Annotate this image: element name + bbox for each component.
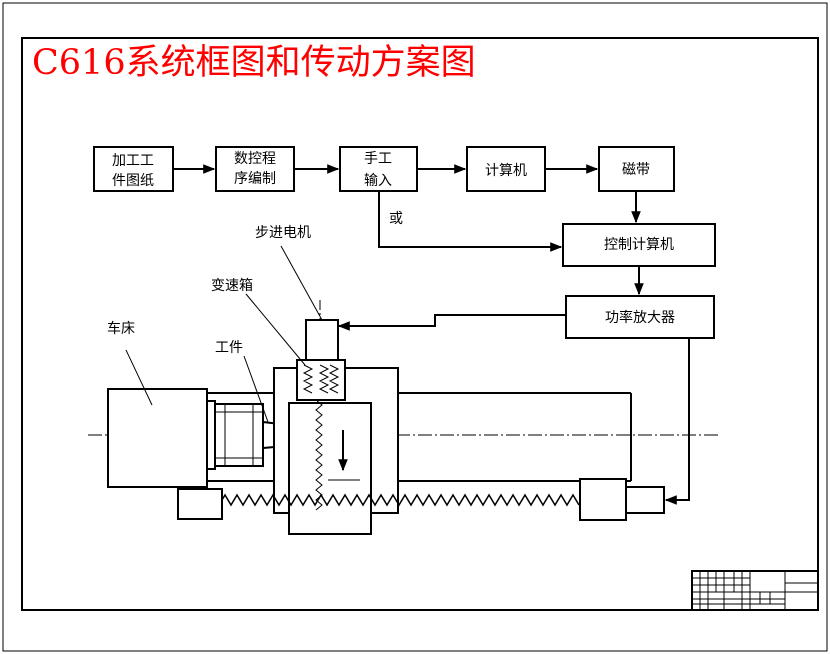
block-computer: 计算机 [466, 146, 546, 192]
arrow-amp-to-feed-motor [664, 338, 690, 505]
block-drawing-line1: 加工工 [112, 153, 154, 169]
block-tape: 磁带 [598, 146, 675, 192]
cross-feed-screw [315, 399, 323, 511]
leader-lines [125, 245, 323, 423]
block-manual-input-line1: 手工 [364, 151, 392, 167]
leader-lathe [125, 349, 153, 406]
stepper-motor [305, 319, 339, 361]
leader-workpiece [243, 355, 269, 423]
block-manual-input-line2: 输入 [364, 173, 392, 189]
block-drawing: 加工工 件图纸 [93, 146, 174, 192]
feed-motor-shaft [625, 486, 665, 514]
chuck [206, 400, 264, 470]
feed-motor [579, 478, 627, 521]
left-bearing-block [177, 488, 223, 520]
title-block [691, 570, 819, 611]
arrow-manual-to-control [378, 191, 563, 252]
block-manual-input: 手工 输入 [339, 146, 418, 192]
block-nc-program-line2: 序编制 [234, 171, 276, 187]
drawing-border [21, 37, 819, 611]
label-gearbox: 变速箱 [211, 278, 253, 294]
label-workpiece: 工件 [215, 340, 243, 356]
lead-screw [221, 493, 580, 507]
label-lathe: 车床 [107, 320, 135, 337]
block-nc-program-line1: 数控程 [234, 151, 276, 167]
flow-arrows [173, 164, 690, 505]
block-control-computer: 控制计算机 [562, 223, 716, 267]
label-stepper-motor: 步进电机 [255, 225, 311, 241]
leader-gearbox [245, 293, 306, 366]
arrow-amp-to-motor [337, 314, 566, 331]
leader-stepper-motor [280, 245, 323, 321]
gear-teeth [302, 364, 340, 394]
or-label: 或 [389, 211, 403, 227]
block-nc-program: 数控程 序编制 [215, 146, 295, 192]
block-tape-label: 磁带 [622, 162, 650, 178]
block-power-amp: 功率放大器 [565, 295, 715, 339]
block-control-computer-label: 控制计算机 [604, 237, 674, 253]
carriage [288, 402, 372, 535]
block-computer-label: 计算机 [485, 163, 527, 179]
page-title: C616系统框图和传动方案图 [32, 43, 476, 83]
headstock [107, 388, 208, 488]
block-power-amp-label: 功率放大器 [605, 309, 675, 326]
block-drawing-line2: 件图纸 [112, 173, 154, 189]
